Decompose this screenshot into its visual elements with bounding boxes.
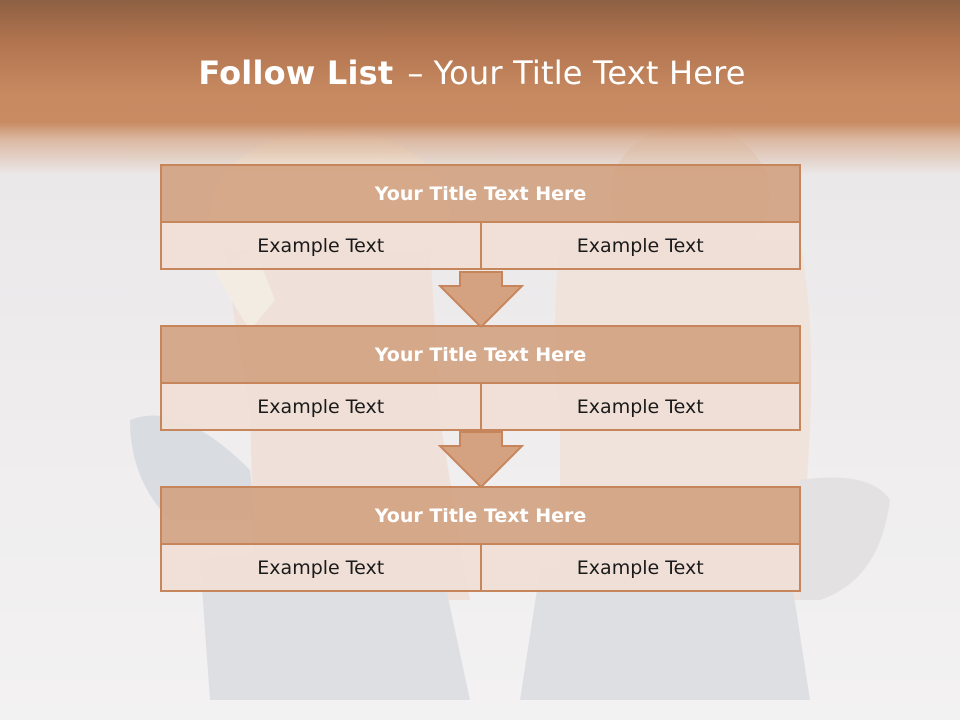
- step-cell-right: Example Text: [479, 384, 799, 429]
- step-title: Your Title Text Here: [162, 488, 799, 545]
- step-row: Example Text Example Text: [162, 223, 799, 268]
- step-cell-left: Example Text: [162, 223, 480, 268]
- slide-title: Follow List–Your Title Text Here: [0, 54, 944, 92]
- step-block-2: Your Title Text Here Example Text Exampl…: [160, 325, 801, 431]
- step-row: Example Text Example Text: [162, 384, 799, 429]
- step-cell-left: Example Text: [162, 384, 480, 429]
- step-title: Your Title Text Here: [162, 166, 799, 223]
- header-band: [0, 0, 960, 175]
- slide-title-dash: –: [407, 54, 424, 92]
- step-row: Example Text Example Text: [162, 545, 799, 590]
- down-arrow-icon: [438, 271, 524, 329]
- step-block-3: Your Title Text Here Example Text Exampl…: [160, 486, 801, 592]
- step-cell-right: Example Text: [479, 223, 799, 268]
- step-cell-left: Example Text: [162, 545, 480, 590]
- step-title: Your Title Text Here: [162, 327, 799, 384]
- slide-title-bold: Follow List: [198, 54, 394, 92]
- step-cell-right: Example Text: [479, 545, 799, 590]
- slide-title-rest: Your Title Text Here: [433, 54, 746, 92]
- step-block-1: Your Title Text Here Example Text Exampl…: [160, 164, 801, 270]
- down-arrow-icon: [438, 431, 524, 489]
